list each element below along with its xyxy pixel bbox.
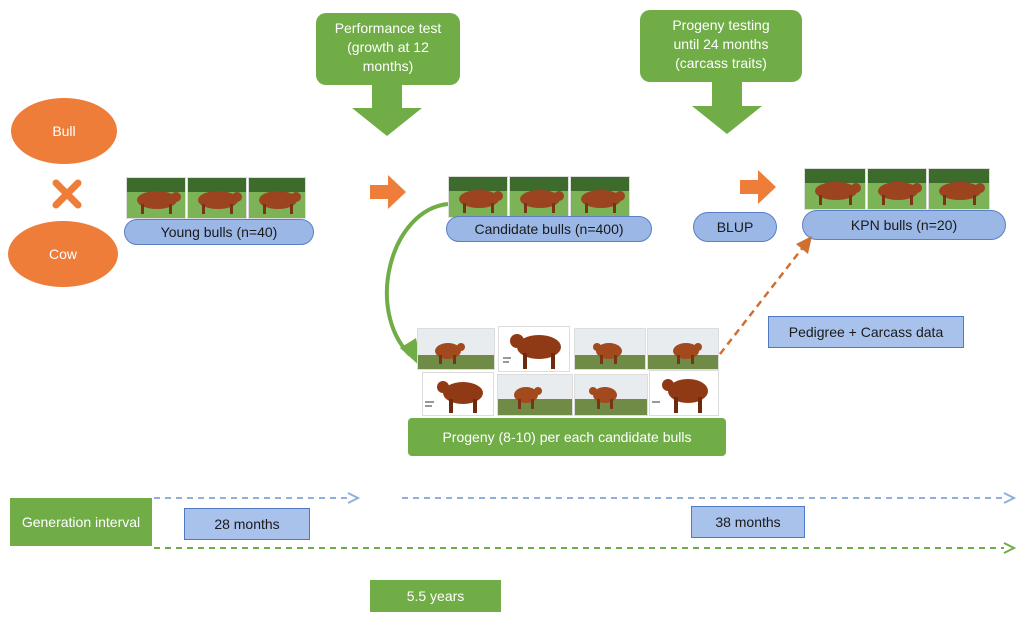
dashed-timeline-icon [152,490,1024,560]
young-bulls-pill: Young bulls (n=40) [124,219,314,245]
total-years-label: 5.5 years [406,588,465,604]
blup-pill: BLUP [693,212,777,242]
interval-38-label: 38 months [715,514,781,530]
progeny-photo [649,370,719,416]
progeny-photo [417,328,495,370]
kpn-bulls-label: KPN bulls (n=20) [850,217,958,233]
candidate-bull-photo [448,176,508,218]
cross-icon [52,179,82,209]
progeny-testing-line-1: Progeny testing [672,17,770,33]
kpn-bull-photo [928,168,990,210]
kpn-bulls-pill: KPN bulls (n=20) [802,210,1006,240]
progeny-photo [422,372,494,416]
curved-arrow-icon [370,200,450,375]
pedigree-label: Pedigree + Carcass data [788,324,944,340]
performance-line-1: Performance test [334,20,442,36]
progeny-testing-line-2: until 24 months [673,36,769,52]
progeny-photo [498,326,570,372]
total-years-box: 5.5 years [370,580,501,612]
down-arrow-icon [352,84,422,136]
down-arrow-icon [692,82,762,134]
interval-28-box: 28 months [184,508,310,540]
cow-oval: Cow [8,221,118,287]
pedigree-carcass-box: Pedigree + Carcass data [768,316,964,348]
progeny-photo [574,374,648,416]
performance-test-callout: Performance test (growth at 12 months) [316,13,460,85]
performance-line-2: (growth at 12 [347,39,429,55]
dashed-arrow-icon [716,234,816,358]
young-bull-photo [187,177,247,219]
cow-label: Cow [48,246,77,262]
arrow-right-icon [370,175,406,209]
progeny-label: Progeny (8-10) per each candidate bulls [442,429,692,445]
candidate-bull-photo [570,176,630,218]
progeny-photo [647,328,719,370]
candidate-bull-photo [509,176,569,218]
bull-label: Bull [52,123,76,139]
young-bull-photo [126,177,186,219]
interval-28-label: 28 months [214,516,280,532]
kpn-bull-photo [804,168,866,210]
progeny-testing-callout: Progeny testing until 24 months (carcass… [640,10,802,82]
candidate-bulls-label: Candidate bulls (n=400) [474,221,624,237]
blup-label: BLUP [716,219,754,235]
progeny-box: Progeny (8-10) per each candidate bulls [408,418,726,456]
candidate-bulls-pill: Candidate bulls (n=400) [446,216,652,242]
performance-line-3: months) [362,58,414,74]
young-bull-photo [248,177,306,219]
generation-interval-label: Generation interval [21,514,141,530]
generation-interval-box: Generation interval [10,498,152,546]
progeny-testing-line-3: (carcass traits) [675,55,767,71]
progeny-photo [574,328,646,370]
young-bulls-label: Young bulls (n=40) [160,224,278,240]
kpn-bull-photo [867,168,927,210]
arrow-right-icon [740,170,776,204]
progeny-photo [497,374,573,416]
bull-oval: Bull [11,98,117,164]
interval-38-box: 38 months [691,506,805,538]
